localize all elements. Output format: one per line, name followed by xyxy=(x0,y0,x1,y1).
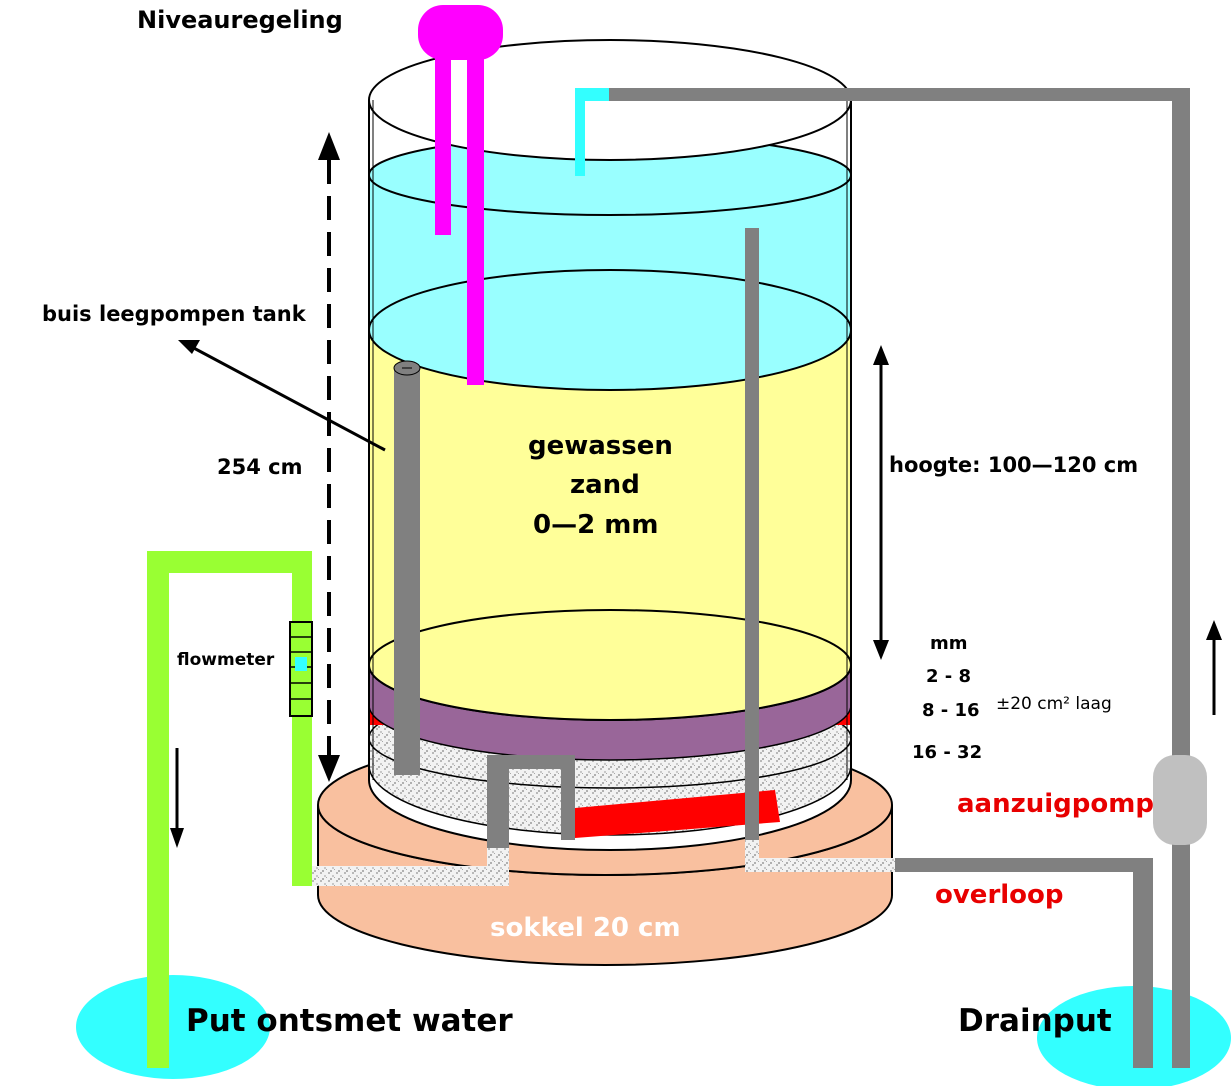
sand-height-arrow-up xyxy=(873,345,889,365)
label-put-ontsmet-water: Put ontsmet water xyxy=(186,1003,513,1039)
label-sand-line3: 0—2 mm xyxy=(533,510,659,540)
up-flow-arrow-head xyxy=(1206,620,1222,640)
drain-plate xyxy=(575,790,780,838)
label-aanzuigpomp: aanzuigpomp xyxy=(957,789,1154,819)
suction-pump xyxy=(1153,755,1207,845)
tank-emptying-pipe xyxy=(393,360,421,775)
disinfected-water-pond xyxy=(76,975,270,1079)
label-grain-8-16: 8 - 16 xyxy=(922,700,980,721)
label-sand-line1: gewassen xyxy=(528,431,673,461)
label-overloop: overloop xyxy=(935,880,1064,910)
label-sokkel: sokkel 20 cm xyxy=(490,913,681,943)
sand-height-arrow-down xyxy=(873,640,889,660)
level-control xyxy=(418,5,503,385)
label-drainput: Drainput xyxy=(958,1003,1112,1039)
overflow-pipe xyxy=(745,228,1153,1068)
dashed-arrow-head-down xyxy=(318,755,340,782)
label-layer-note: ±20 cm² laag xyxy=(996,694,1112,714)
label-sand-line2: zand xyxy=(570,470,640,500)
leader-arrow-head xyxy=(178,340,200,354)
label-buis-leegpompen: buis leegpompen tank xyxy=(42,302,306,326)
label-total-height: 254 cm xyxy=(217,455,303,479)
label-mm: mm xyxy=(930,633,968,654)
label-niveauregeling: Niveauregeling xyxy=(137,6,343,34)
leader-line-pipe xyxy=(189,344,386,452)
dashed-arrow-head-up xyxy=(318,132,340,160)
label-grain-16-32: 16 - 32 xyxy=(912,742,983,763)
label-flowmeter: flowmeter xyxy=(177,650,275,670)
flowmeter xyxy=(289,621,313,717)
bottom-outlet-pipe xyxy=(310,755,575,886)
label-sand-height: hoogte: 100—120 cm xyxy=(889,453,1139,477)
label-grain-2-8: 2 - 8 xyxy=(926,666,972,687)
down-flow-arrow-head xyxy=(170,828,184,848)
